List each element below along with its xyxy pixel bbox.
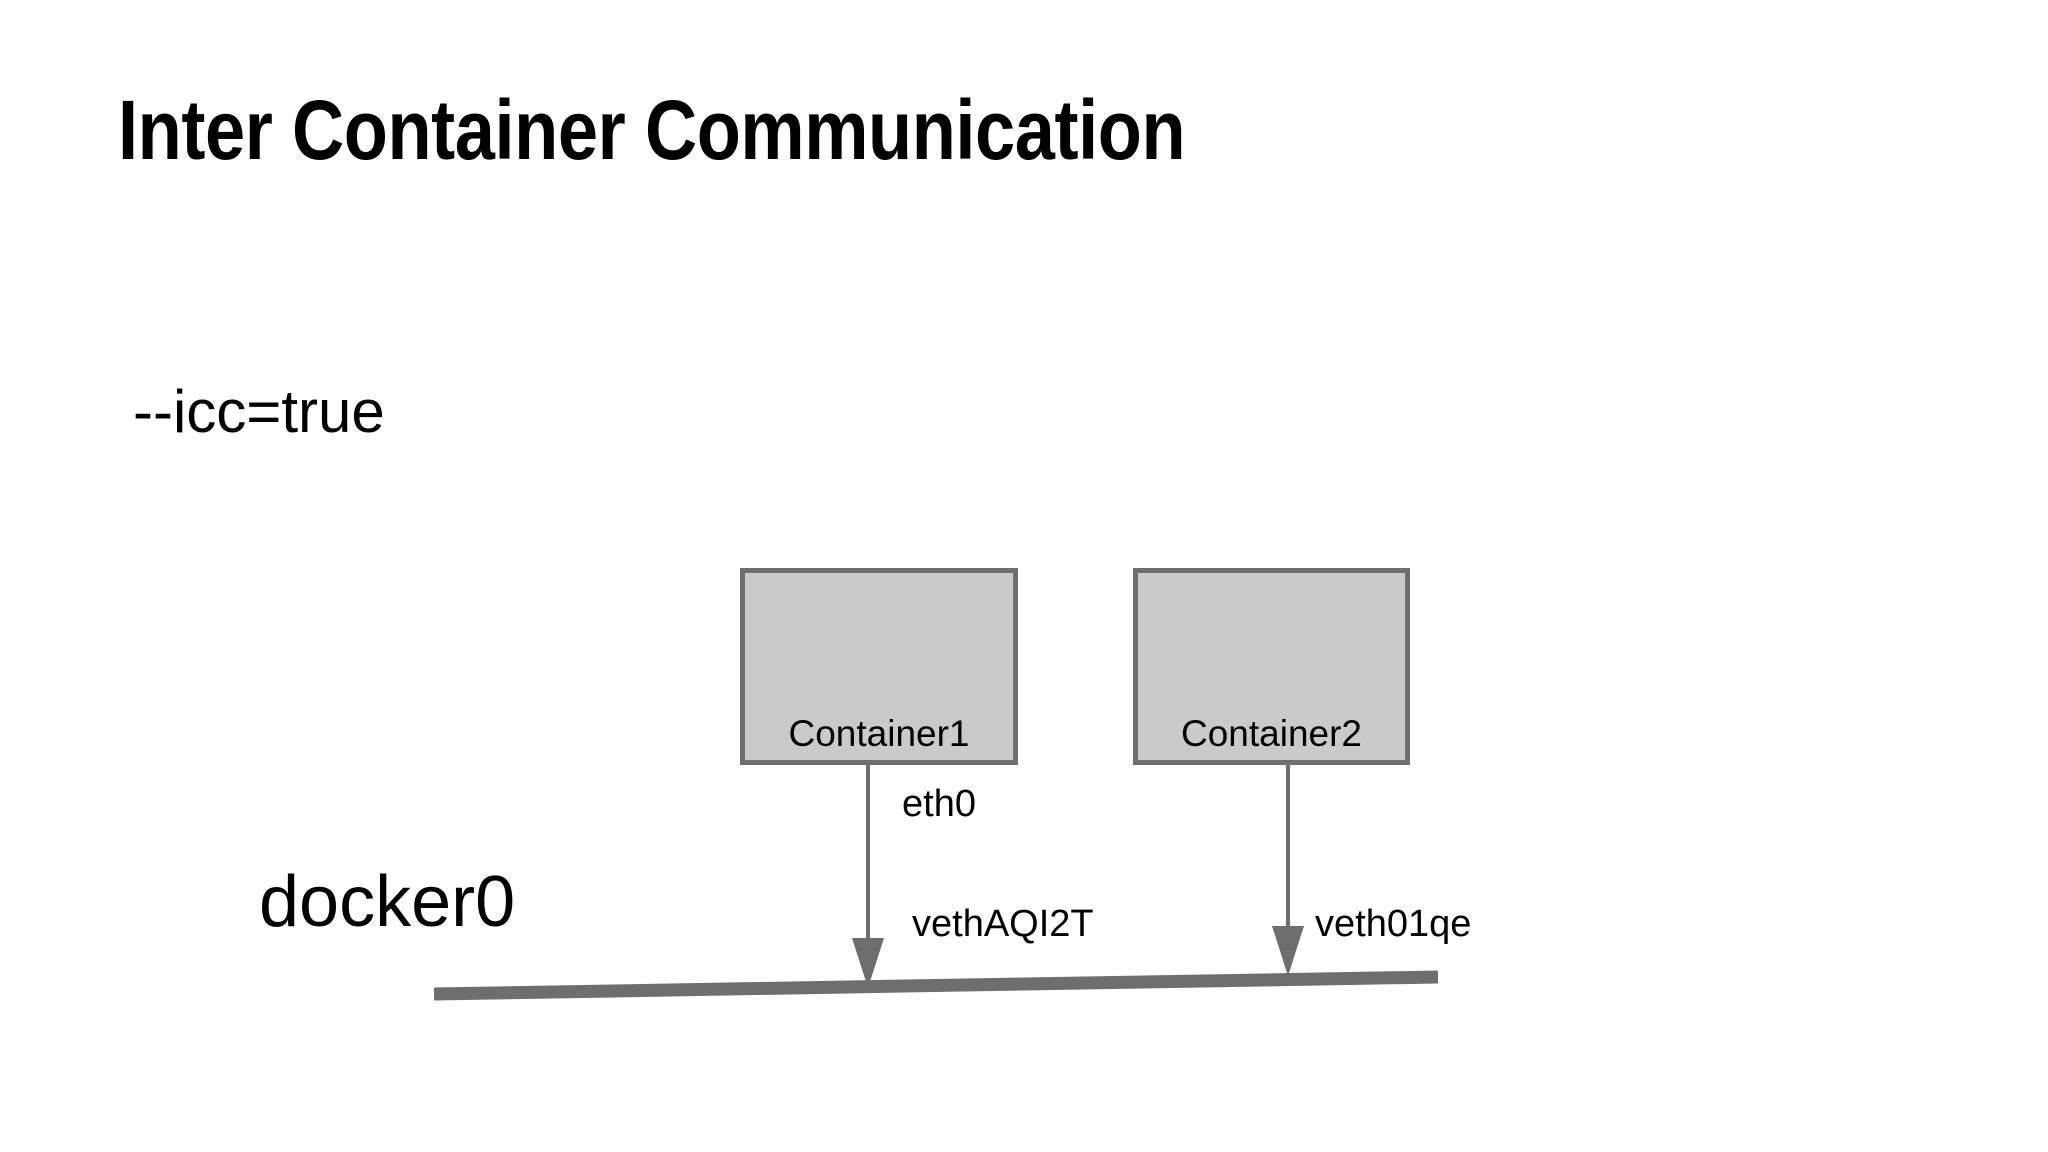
container-box-label: Container1 — [788, 713, 970, 755]
icc-flag-text: --icc=true — [133, 378, 385, 445]
edge-label-veth-container2: veth01qe — [1315, 903, 1472, 945]
docker0-bridge-bar — [433, 970, 1439, 1001]
edge-label-eth0: eth0 — [902, 783, 976, 825]
container-box-container2[interactable]: Container2 — [1133, 568, 1410, 765]
arrowhead-container2 — [1272, 926, 1304, 976]
container-box-label: Container2 — [1180, 713, 1362, 755]
page-title: Inter Container Communication — [118, 83, 1186, 177]
edge-label-veth-container1: vethAQI2T — [912, 903, 1094, 945]
container-box-container1[interactable]: Container1 — [740, 568, 1018, 765]
docker0-bridge-label: docker0 — [259, 862, 516, 942]
arrowhead-container1 — [852, 938, 884, 988]
